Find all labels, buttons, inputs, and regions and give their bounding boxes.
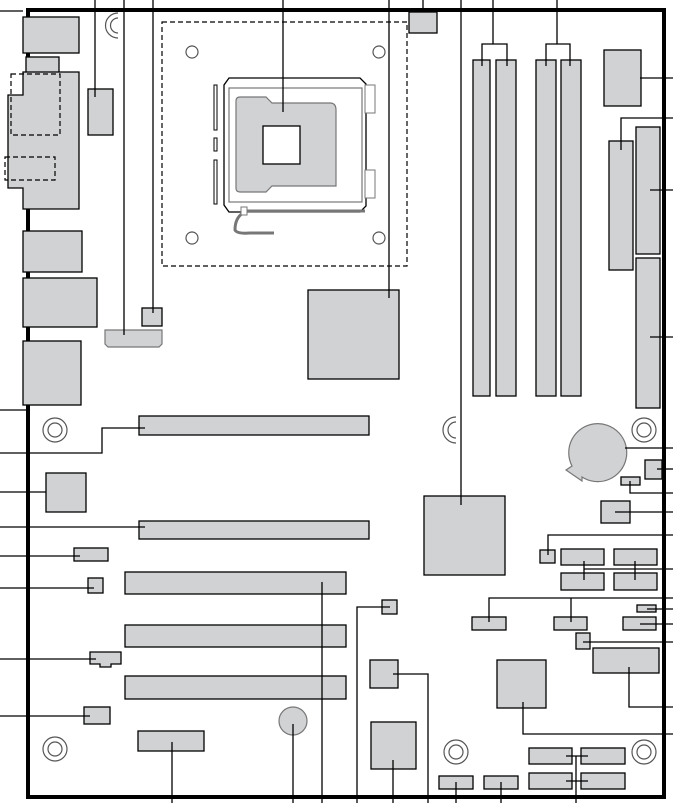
socket-center	[262, 125, 301, 165]
socket-lever-hinge	[240, 206, 248, 216]
lan-controller	[496, 659, 547, 709]
socket-latch	[364, 84, 376, 114]
io-connector-usb-lan	[22, 230, 83, 273]
header-left-1	[73, 547, 109, 562]
socket-lever-tab	[213, 84, 218, 131]
processor-socket-area	[161, 21, 408, 267]
fan-header-top	[408, 11, 438, 34]
mounting-hole	[631, 739, 657, 765]
heatsink-keepout	[161, 21, 408, 267]
header-bottom-left	[137, 730, 205, 752]
aux-power-connector	[603, 49, 642, 107]
header-top-left	[87, 88, 114, 136]
mounting-hole-mid	[442, 416, 457, 444]
mounting-hole	[42, 417, 68, 443]
mounting-hole	[42, 736, 68, 762]
header-right-5	[575, 632, 591, 650]
pcie-x16-slot	[138, 415, 370, 436]
memory-slots	[472, 59, 582, 397]
heatsink-hole	[372, 231, 386, 245]
pci-slot-2	[124, 624, 347, 648]
mounting-hole-top-left	[104, 12, 119, 39]
header-left-2	[87, 577, 104, 594]
header-left-3	[89, 651, 122, 668]
power-connector	[104, 329, 163, 348]
socket-lever	[233, 211, 274, 235]
usb-header-bottom-1	[528, 747, 573, 765]
dimm-slot-1	[472, 59, 491, 397]
mounting-hole	[631, 417, 657, 443]
mounting-holes	[42, 12, 657, 765]
sata-connector-1	[560, 548, 605, 566]
socket-lever-tab	[213, 137, 218, 152]
heatsink-hole	[372, 45, 386, 59]
ide-connector	[635, 257, 661, 409]
sata-connector-3	[560, 572, 605, 591]
dimm-slot-2	[495, 59, 517, 397]
memory-controller-hub	[307, 289, 400, 380]
back-panel-io	[4, 16, 98, 406]
heatsink-hole	[185, 231, 199, 245]
mounting-hole	[443, 739, 469, 765]
socket-lever-tab	[213, 159, 218, 205]
socket-inner-frame	[228, 87, 363, 203]
battery	[564, 423, 628, 483]
heatsink-hole	[185, 45, 199, 59]
front-panel-header	[592, 647, 660, 674]
floppy-connector	[608, 140, 634, 271]
io-connector-stack	[7, 71, 80, 210]
pci-slot-3	[124, 675, 347, 700]
socket-latch	[364, 169, 376, 199]
pcie-x1-slot	[138, 520, 370, 540]
io-connector-mid	[22, 277, 98, 328]
dimm-slot-3	[535, 59, 557, 397]
audio-codec	[45, 472, 87, 513]
io-connector-small	[25, 56, 60, 74]
pci-slot-1	[124, 571, 347, 595]
usb-header-bottom-3	[528, 772, 573, 790]
small-header	[141, 307, 163, 327]
io-connector-top	[22, 16, 80, 54]
io-connector-audio	[22, 340, 82, 406]
io-controller-hub	[423, 495, 506, 576]
io-dashed-region-1	[10, 73, 61, 136]
expansion-slots	[124, 415, 370, 700]
dimm-slot-4	[560, 59, 582, 397]
io-dashed-region-2	[4, 156, 56, 181]
